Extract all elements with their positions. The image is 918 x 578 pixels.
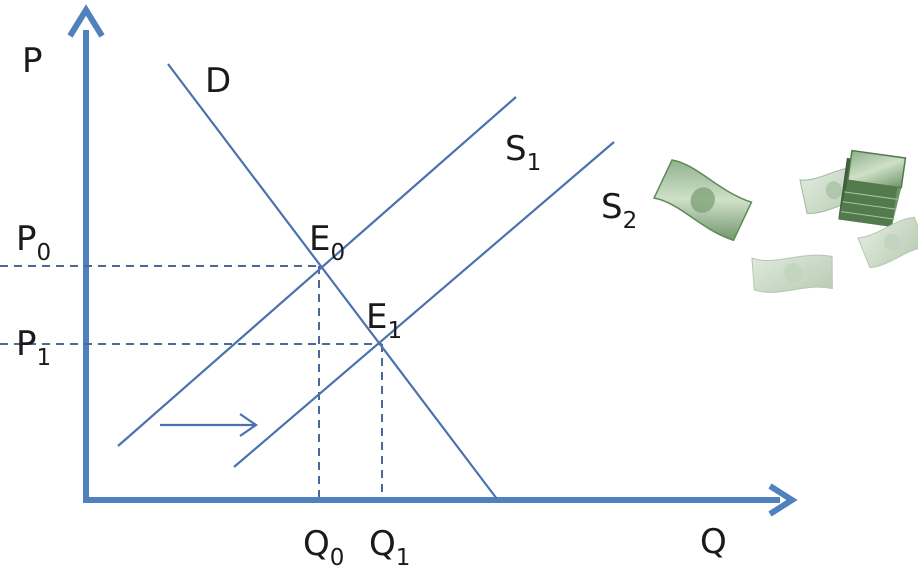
money-bill-icon [751, 254, 833, 293]
money-bill-icon [652, 159, 753, 242]
demand-curve [167, 63, 498, 500]
money-decoration [652, 149, 918, 293]
guide-lines [0, 265, 383, 497]
quantity-q1-label: Q1 [369, 524, 410, 571]
supply-curve-2 [233, 141, 615, 468]
shift-arrow [160, 413, 258, 437]
demand-label: D [205, 61, 231, 101]
quantity-q0-label: Q0 [303, 524, 344, 571]
x-axis [83, 483, 798, 517]
x-axis-label: Q [700, 522, 727, 562]
price-p0-label: P0 [16, 219, 51, 266]
supply-curve-1 [117, 96, 517, 447]
money-bill-icon [857, 216, 918, 269]
money-stack-icon [838, 149, 907, 227]
price-p1-label: P1 [16, 324, 51, 371]
equilibrium-e0-label: E0 [309, 219, 345, 266]
y-axis [67, 4, 105, 500]
supply-1-label: S1 [505, 129, 541, 176]
equilibrium-e1-label: E1 [366, 297, 402, 344]
y-axis-label: P [22, 41, 43, 81]
supply-2-label: S2 [601, 187, 637, 234]
